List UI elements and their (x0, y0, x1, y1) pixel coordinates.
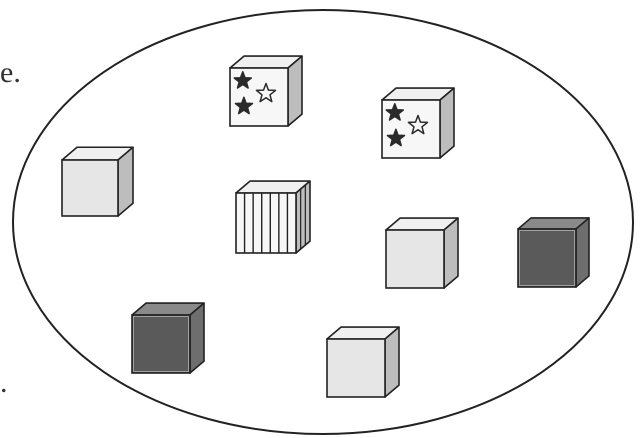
cropped-text-bottom: . (0, 366, 8, 399)
cube-inner-highlight (519, 230, 575, 286)
set-boundary-ellipse (12, 9, 634, 435)
cube-front-face (229, 67, 289, 127)
cube-front-face (131, 314, 191, 374)
cube-light-mid (385, 217, 459, 289)
cube-front-face (385, 229, 445, 289)
cube-stars-2 (381, 87, 455, 159)
cube-side-face (443, 217, 459, 289)
star-icon (255, 82, 277, 103)
cube-side-face (439, 87, 455, 159)
cube-dark-right (517, 217, 590, 288)
cube-dark-bottom-left (131, 302, 205, 374)
cube-side-face (287, 55, 303, 127)
cube-side-face (575, 217, 590, 288)
cube-front-face (61, 159, 119, 217)
cube-side-face (384, 326, 400, 398)
cropped-text-top: e. (0, 56, 21, 89)
cube-front-face (326, 338, 386, 398)
star-icon (385, 103, 405, 121)
cube-stars-1 (229, 55, 303, 127)
cube-side-face (117, 146, 134, 217)
cube-inner-highlight (133, 316, 189, 372)
cube-front-face (381, 99, 441, 159)
star-icon (234, 96, 254, 115)
cubes-layer (61, 55, 590, 398)
cube-side-face (295, 180, 311, 254)
cube-front-face (235, 192, 297, 254)
star-icon (386, 128, 406, 147)
cube-striped (235, 180, 311, 254)
cube-front-face (517, 228, 577, 288)
star-icon (407, 114, 429, 135)
cube-light-left (61, 146, 134, 217)
star-icon (233, 71, 253, 89)
cube-light-bottom (326, 326, 400, 398)
cube-side-face (189, 302, 205, 374)
